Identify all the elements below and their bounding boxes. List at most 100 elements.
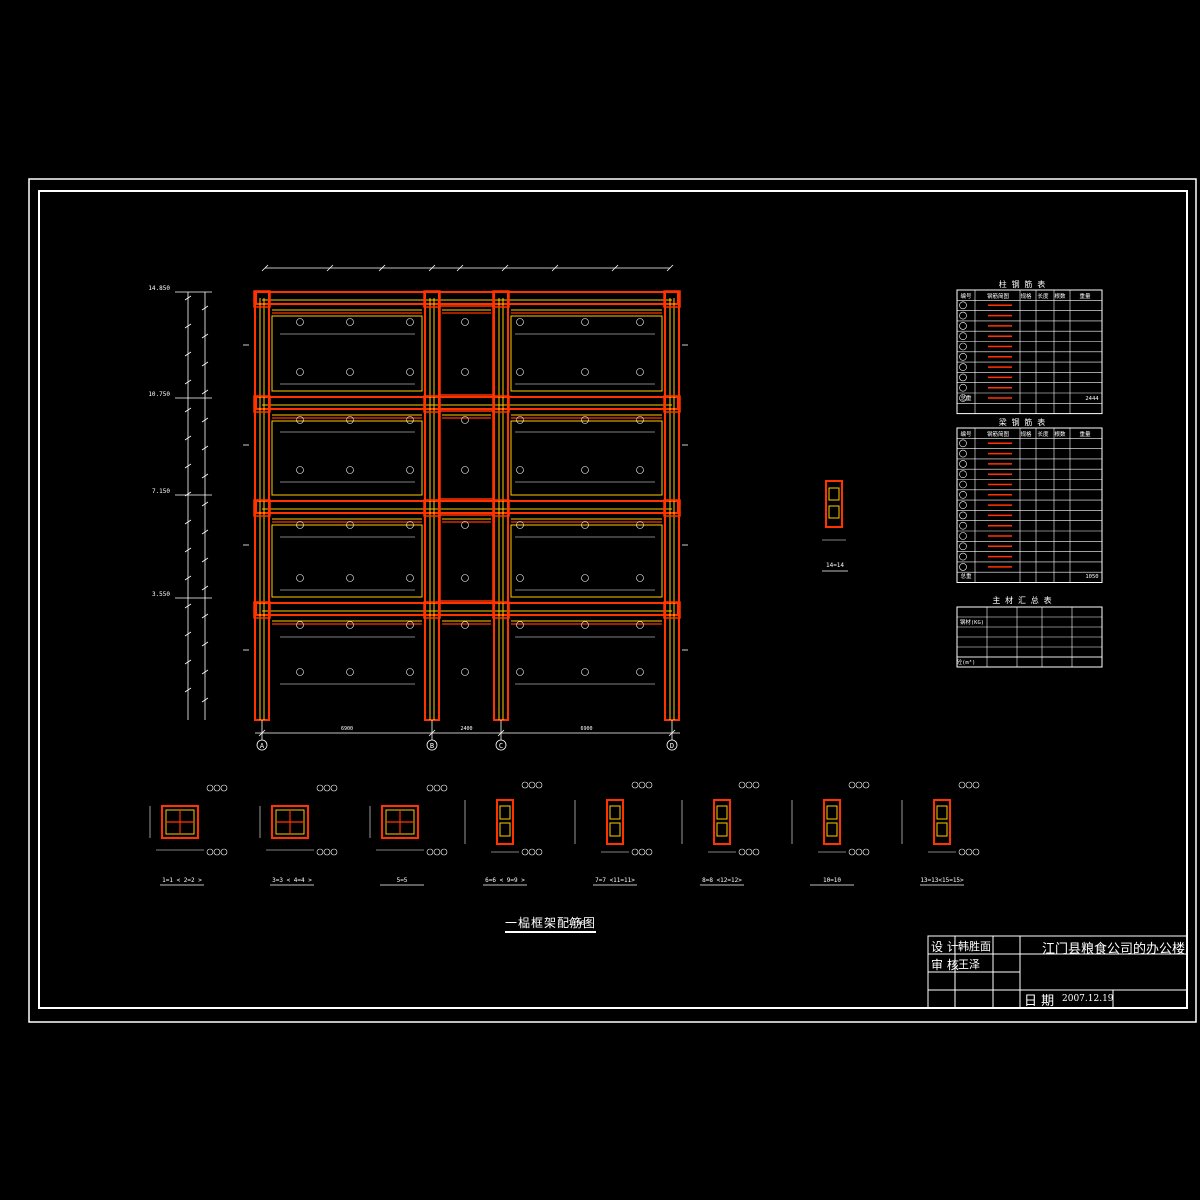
column-table-header: 长度 bbox=[1037, 292, 1049, 300]
bar-mark-bubble bbox=[406, 466, 414, 474]
beam-section-stirrup bbox=[936, 805, 948, 820]
section-mark-bubble bbox=[433, 784, 441, 792]
review-label: 审 核 bbox=[931, 958, 959, 972]
column-table-header: 重量 bbox=[1079, 292, 1091, 300]
span-dim-value: 2400 bbox=[460, 726, 472, 732]
beam-table-header: 长度 bbox=[1037, 430, 1049, 438]
section-mark-bubble bbox=[440, 848, 448, 856]
side-section-outline bbox=[825, 480, 843, 528]
bar-mark-bubble bbox=[636, 574, 644, 582]
bar-mark-bubble bbox=[461, 574, 469, 582]
beam-table-header: 根数 bbox=[1054, 430, 1066, 438]
beam-section-stirrup bbox=[826, 822, 838, 837]
column-section-outline bbox=[271, 805, 309, 839]
date-label: 日 期 bbox=[1024, 994, 1055, 1009]
section-mark-bubble bbox=[206, 784, 214, 792]
elevation-label: 10.750 bbox=[148, 391, 170, 398]
bar-mark-bubble bbox=[346, 574, 354, 582]
beam bbox=[255, 500, 679, 514]
bar-mark-bubble bbox=[516, 668, 524, 676]
designer-name: 韩胜面 bbox=[958, 940, 991, 953]
joint bbox=[423, 290, 441, 308]
bar-mark-bubble bbox=[296, 368, 304, 376]
elevation-label: 14.850 bbox=[148, 285, 170, 292]
column-table-title: 柱 钢 筋 表 bbox=[999, 279, 1045, 289]
bar-mark-bubble bbox=[636, 621, 644, 629]
top-dim-tick bbox=[611, 264, 619, 272]
beam-table-mark bbox=[959, 460, 967, 468]
column-table-mark bbox=[959, 322, 967, 330]
bar-mark-bubble bbox=[581, 466, 589, 474]
beam-table-total: 1050 bbox=[1085, 574, 1098, 580]
bar-mark-bubble bbox=[516, 416, 524, 424]
bar-mark-bubble bbox=[636, 466, 644, 474]
top-dim-tick bbox=[501, 264, 509, 272]
column-table-mark bbox=[959, 332, 967, 341]
side-section-label: 14=14 bbox=[826, 562, 844, 569]
material-table-title: 主 材 汇 总 表 bbox=[992, 595, 1051, 605]
dim-tick bbox=[201, 669, 209, 675]
section-mark-bubble bbox=[316, 784, 324, 792]
section-mark-bubble bbox=[965, 848, 973, 856]
bar-mark-bubble bbox=[346, 621, 354, 629]
beam-rebar-table-border bbox=[956, 427, 1103, 583]
bar-mark-bubble bbox=[296, 574, 304, 582]
beam-table-mark bbox=[959, 532, 967, 540]
bar-mark-bubble bbox=[296, 668, 304, 676]
section-mark-bubble bbox=[440, 784, 448, 792]
section-label: 13=13<15=15> bbox=[920, 877, 964, 884]
section-mark-bubble bbox=[645, 848, 653, 856]
beam-table-mark bbox=[959, 511, 967, 520]
side-section-stirrup bbox=[828, 505, 840, 519]
dim-tick bbox=[184, 351, 192, 357]
section-mark-bubble bbox=[220, 848, 228, 856]
bar-mark-bubble bbox=[516, 368, 524, 376]
beam-section-stirrup bbox=[826, 805, 838, 820]
beam-table-title: 梁 钢 筋 表 bbox=[999, 417, 1045, 427]
section-mark-bubble bbox=[638, 848, 646, 856]
middle-span-outline bbox=[439, 305, 494, 396]
dim-tick bbox=[201, 417, 209, 423]
beam-table-mark bbox=[959, 542, 967, 551]
top-dim-tick bbox=[326, 264, 334, 272]
dim-tick bbox=[201, 697, 209, 703]
section-mark-bubble bbox=[958, 781, 966, 789]
beam-rebar-table bbox=[956, 427, 1103, 583]
section-mark-bubble bbox=[848, 848, 856, 856]
beam-section-stirrup bbox=[499, 822, 511, 837]
section-mark-bubble bbox=[535, 848, 543, 856]
dim-tick bbox=[184, 603, 192, 609]
dim-tick bbox=[201, 585, 209, 591]
dim-tick bbox=[201, 445, 209, 451]
span-dim-value: 6900 bbox=[341, 726, 353, 732]
column bbox=[493, 291, 509, 721]
joint bbox=[253, 601, 271, 619]
span-rebar-outline bbox=[271, 524, 423, 598]
joint bbox=[253, 499, 271, 517]
joint bbox=[663, 601, 681, 619]
axis-bubble bbox=[495, 739, 507, 751]
axis-label: A bbox=[260, 742, 265, 750]
section-mark-bubble bbox=[848, 781, 856, 789]
side-section-stirrup bbox=[828, 487, 840, 501]
column-table-mark bbox=[959, 301, 967, 310]
dim-tick bbox=[201, 529, 209, 535]
middle-span-outline bbox=[439, 514, 494, 602]
bar-mark-bubble bbox=[406, 668, 414, 676]
bar-mark-bubble bbox=[461, 368, 469, 376]
section-mark-bubble bbox=[528, 781, 536, 789]
bar-mark-bubble bbox=[296, 318, 304, 326]
column-table-mark bbox=[959, 342, 967, 351]
bar-mark-bubble bbox=[406, 318, 414, 326]
bar-mark-bubble bbox=[636, 416, 644, 424]
joint bbox=[663, 290, 681, 308]
column-rebar-table bbox=[956, 289, 1103, 415]
section-mark-bubble bbox=[752, 848, 760, 856]
beam bbox=[255, 602, 679, 616]
bar-mark-bubble bbox=[461, 318, 469, 326]
section-mark-bubble bbox=[521, 848, 529, 856]
bar-mark-bubble bbox=[346, 521, 354, 529]
section-mark-bubble bbox=[855, 848, 863, 856]
